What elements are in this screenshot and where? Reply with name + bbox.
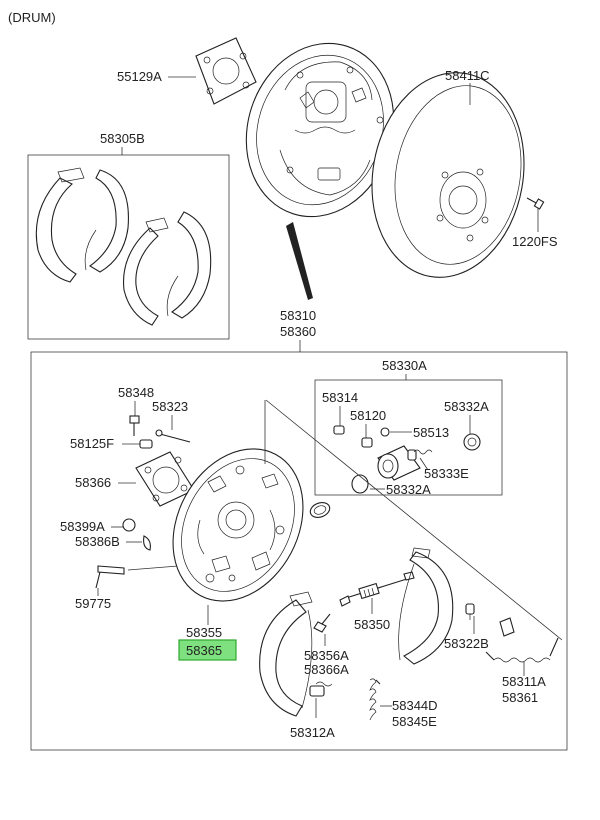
label-58322B[interactable]: 58322B	[444, 636, 489, 651]
adjuster-58350[interactable]	[339, 571, 415, 607]
label-58365[interactable]: 58365	[186, 643, 222, 658]
spring-58344D[interactable]	[369, 678, 381, 721]
label-58361[interactable]: 58361	[502, 690, 538, 705]
label-1220FS[interactable]: 1220FS	[512, 234, 558, 249]
wheel-cylinder-box	[314, 379, 503, 496]
backing-plate-58365[interactable]	[147, 426, 328, 624]
spring-58311A[interactable]	[485, 637, 559, 663]
label-58355[interactable]: 58355	[186, 625, 222, 640]
label-58344D[interactable]: 58344D	[392, 698, 438, 713]
boot-58332A-bottom[interactable]	[351, 474, 369, 494]
label-58386B[interactable]: 58386B	[75, 534, 120, 549]
nut-58399A[interactable]	[122, 518, 136, 532]
assembly-box	[30, 351, 568, 751]
bolt-1220FS[interactable]	[526, 197, 545, 210]
label-58305B[interactable]: 58305B	[100, 131, 145, 146]
label-58323[interactable]: 58323	[152, 399, 188, 414]
label-58356A[interactable]: 58356A	[304, 648, 349, 663]
shoe-kit-box	[27, 154, 230, 340]
highlight-58365	[178, 639, 237, 661]
label-58311A[interactable]: 58311A	[502, 674, 546, 689]
pin-59775[interactable]	[95, 565, 125, 589]
boot-58332A-top[interactable]	[463, 433, 481, 451]
brake-shoe-right[interactable]	[398, 547, 454, 665]
adjuster-clip[interactable]	[308, 500, 332, 520]
label-58332A-bottom[interactable]: 58332A	[386, 482, 431, 497]
label-58332A-top[interactable]: 58332A	[444, 399, 489, 414]
label-58120[interactable]: 58120	[350, 408, 386, 423]
brake-shoe-set-58305B[interactable]	[35, 167, 212, 326]
label-58399A[interactable]: 58399A	[60, 519, 105, 534]
label-58350[interactable]: 58350	[354, 617, 390, 632]
label-58125F[interactable]: 58125F	[70, 436, 114, 451]
spring-58312A[interactable]	[309, 681, 333, 697]
clip-58386B[interactable]	[143, 535, 151, 551]
wheel-cylinder-body[interactable]	[377, 445, 421, 481]
label-58513[interactable]: 58513	[413, 425, 449, 440]
lever-right[interactable]	[499, 617, 515, 637]
cap-58120[interactable]	[361, 437, 373, 448]
label-58360[interactable]: 58360	[280, 324, 316, 339]
label-58314[interactable]: 58314	[322, 390, 358, 405]
label-58411C[interactable]: 58411C	[445, 68, 490, 83]
brake-shoe-left[interactable]	[259, 591, 313, 717]
diagram-type-label: (DRUM)	[8, 10, 56, 25]
assembly-arrow	[286, 222, 313, 300]
gasket-55129A[interactable]	[195, 37, 257, 105]
bolt-58348[interactable]	[129, 415, 140, 436]
brake-drum-58411C[interactable]	[356, 61, 539, 290]
bleeder-screw-58314[interactable]	[333, 425, 345, 435]
hold-down-58356A[interactable]	[313, 613, 331, 633]
pin-58323[interactable]	[155, 429, 191, 443]
label-58333E[interactable]: 58333E	[424, 466, 469, 481]
label-58330A[interactable]: 58330A	[382, 358, 427, 373]
spring-58333E[interactable]	[413, 449, 433, 455]
label-58348[interactable]: 58348	[118, 385, 154, 400]
label-58312A[interactable]: 58312A	[290, 725, 335, 740]
spring-58322B[interactable]	[465, 603, 475, 620]
label-58366A[interactable]: 58366A	[304, 662, 349, 677]
label-58366[interactable]: 58366	[75, 475, 111, 490]
label-58310[interactable]: 58310	[280, 308, 316, 323]
label-58345E[interactable]: 58345E	[392, 714, 437, 729]
bleeder-58125F[interactable]	[139, 439, 153, 449]
label-55129A[interactable]: 55129A	[117, 69, 162, 84]
label-59775[interactable]: 59775	[75, 596, 111, 611]
piston-58513[interactable]	[380, 427, 390, 437]
